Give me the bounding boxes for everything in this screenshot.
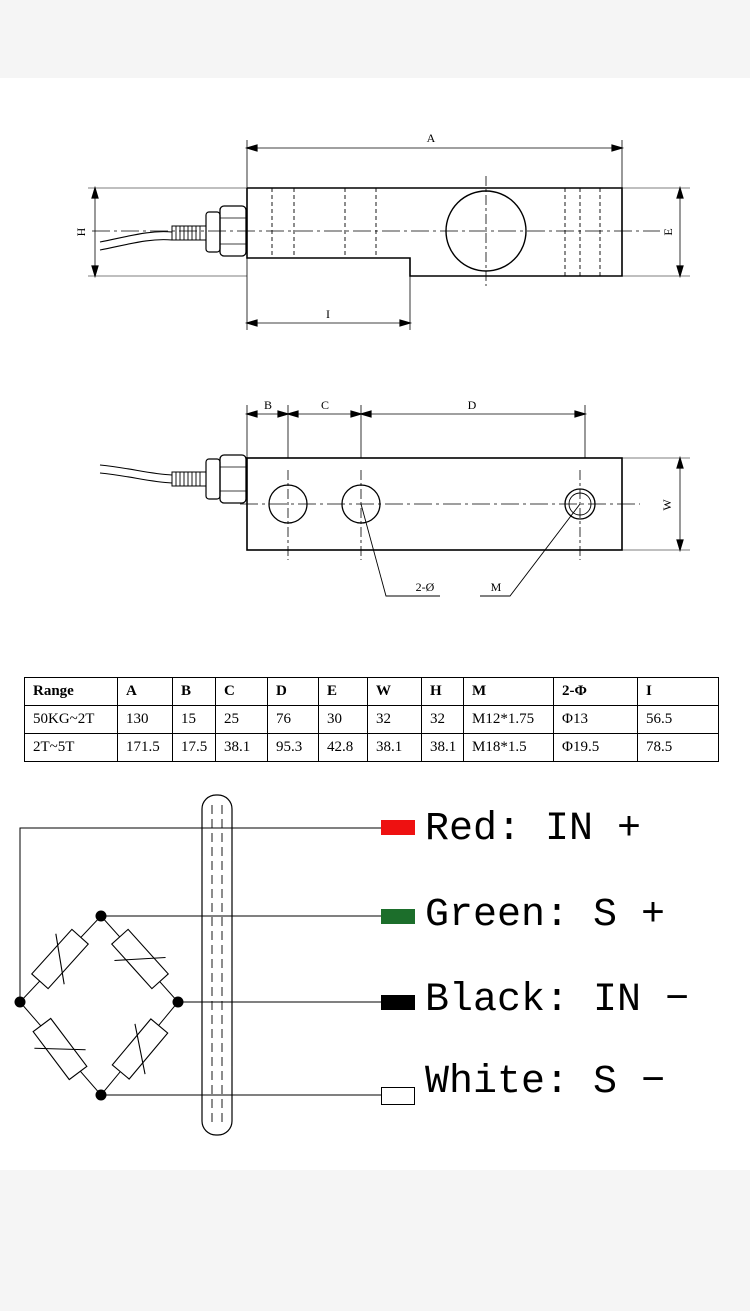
dim-label-W: W [660, 499, 674, 511]
table-cell: 17.5 [172, 733, 216, 762]
table-cell: 50KG~2T [24, 705, 118, 734]
resistor-bottom-left [32, 1017, 88, 1081]
table-cell: 25 [215, 705, 268, 734]
bridge-node-bottom [95, 1089, 107, 1101]
table-row: 50KG~2T 130 15 25 76 30 32 32 M12*1.75 Φ… [24, 705, 719, 734]
thread-callout: M [491, 580, 502, 594]
col-header: M [463, 677, 554, 706]
table-header-row: Range A B C D E W H M 2-Φ I [24, 677, 719, 706]
table-row: 2T~5T 171.5 17.5 38.1 95.3 42.8 38.1 38.… [24, 733, 719, 762]
top-view-drawing: A H E I [74, 131, 690, 330]
table-cell: 56.5 [637, 705, 719, 734]
col-header: 2-Φ [553, 677, 638, 706]
table-cell: 15 [172, 705, 216, 734]
wire-swatch-red [381, 820, 415, 835]
table-cell: Φ13 [553, 705, 638, 734]
table-cell: 130 [117, 705, 173, 734]
table-cell: 30 [318, 705, 368, 734]
bridge-node-top [95, 910, 107, 922]
side-view-drawing: B C D W 2-Ø M [99, 398, 690, 597]
col-header: B [172, 677, 216, 706]
spec-table: Range A B C D E W H M 2-Φ I 50KG~2T 130 … [24, 677, 719, 762]
resistor-top-left [30, 928, 90, 990]
top-margin [0, 0, 750, 78]
resistor-bottom-right [111, 1018, 169, 1080]
table-cell: 171.5 [117, 733, 173, 762]
bridge-node-left [14, 996, 26, 1008]
table-cell: 32 [421, 705, 464, 734]
col-header: I [637, 677, 719, 706]
table-cell: 78.5 [637, 733, 719, 762]
wiring-diagram [14, 794, 381, 1136]
dim-label-D: D [468, 398, 477, 412]
col-header: E [318, 677, 368, 706]
hole-callout: 2-Ø [416, 580, 435, 594]
col-header: Range [24, 677, 118, 706]
table-cell: Φ19.5 [553, 733, 638, 762]
table-cell: 95.3 [267, 733, 319, 762]
drawing-panel [0, 78, 750, 678]
col-header: W [367, 677, 422, 706]
table-cell: 76 [267, 705, 319, 734]
dim-label-C: C [321, 398, 329, 412]
wire-swatch-white [381, 1087, 415, 1105]
col-header: D [267, 677, 319, 706]
table-cell: 38.1 [421, 733, 464, 762]
table-cell: 38.1 [215, 733, 268, 762]
table-cell: M12*1.75 [463, 705, 554, 734]
dim-label-H: H [74, 227, 88, 236]
bridge-node-right [172, 996, 184, 1008]
col-header: C [215, 677, 268, 706]
table-cell: 42.8 [318, 733, 368, 762]
dim-label-E: E [661, 228, 675, 235]
table-cell: 2T~5T [24, 733, 118, 762]
table-cell: M18*1.5 [463, 733, 554, 762]
table-cell: 38.1 [367, 733, 422, 762]
wire-swatch-green [381, 909, 415, 924]
dim-label-B: B [264, 398, 272, 412]
bottom-margin [0, 1170, 750, 1311]
dim-label-I: I [326, 307, 330, 321]
resistor-top-right [110, 928, 170, 990]
col-header: H [421, 677, 464, 706]
table-cell: 32 [367, 705, 422, 734]
dim-label-A: A [427, 131, 436, 145]
wire-swatch-black [381, 995, 415, 1010]
col-header: A [117, 677, 173, 706]
